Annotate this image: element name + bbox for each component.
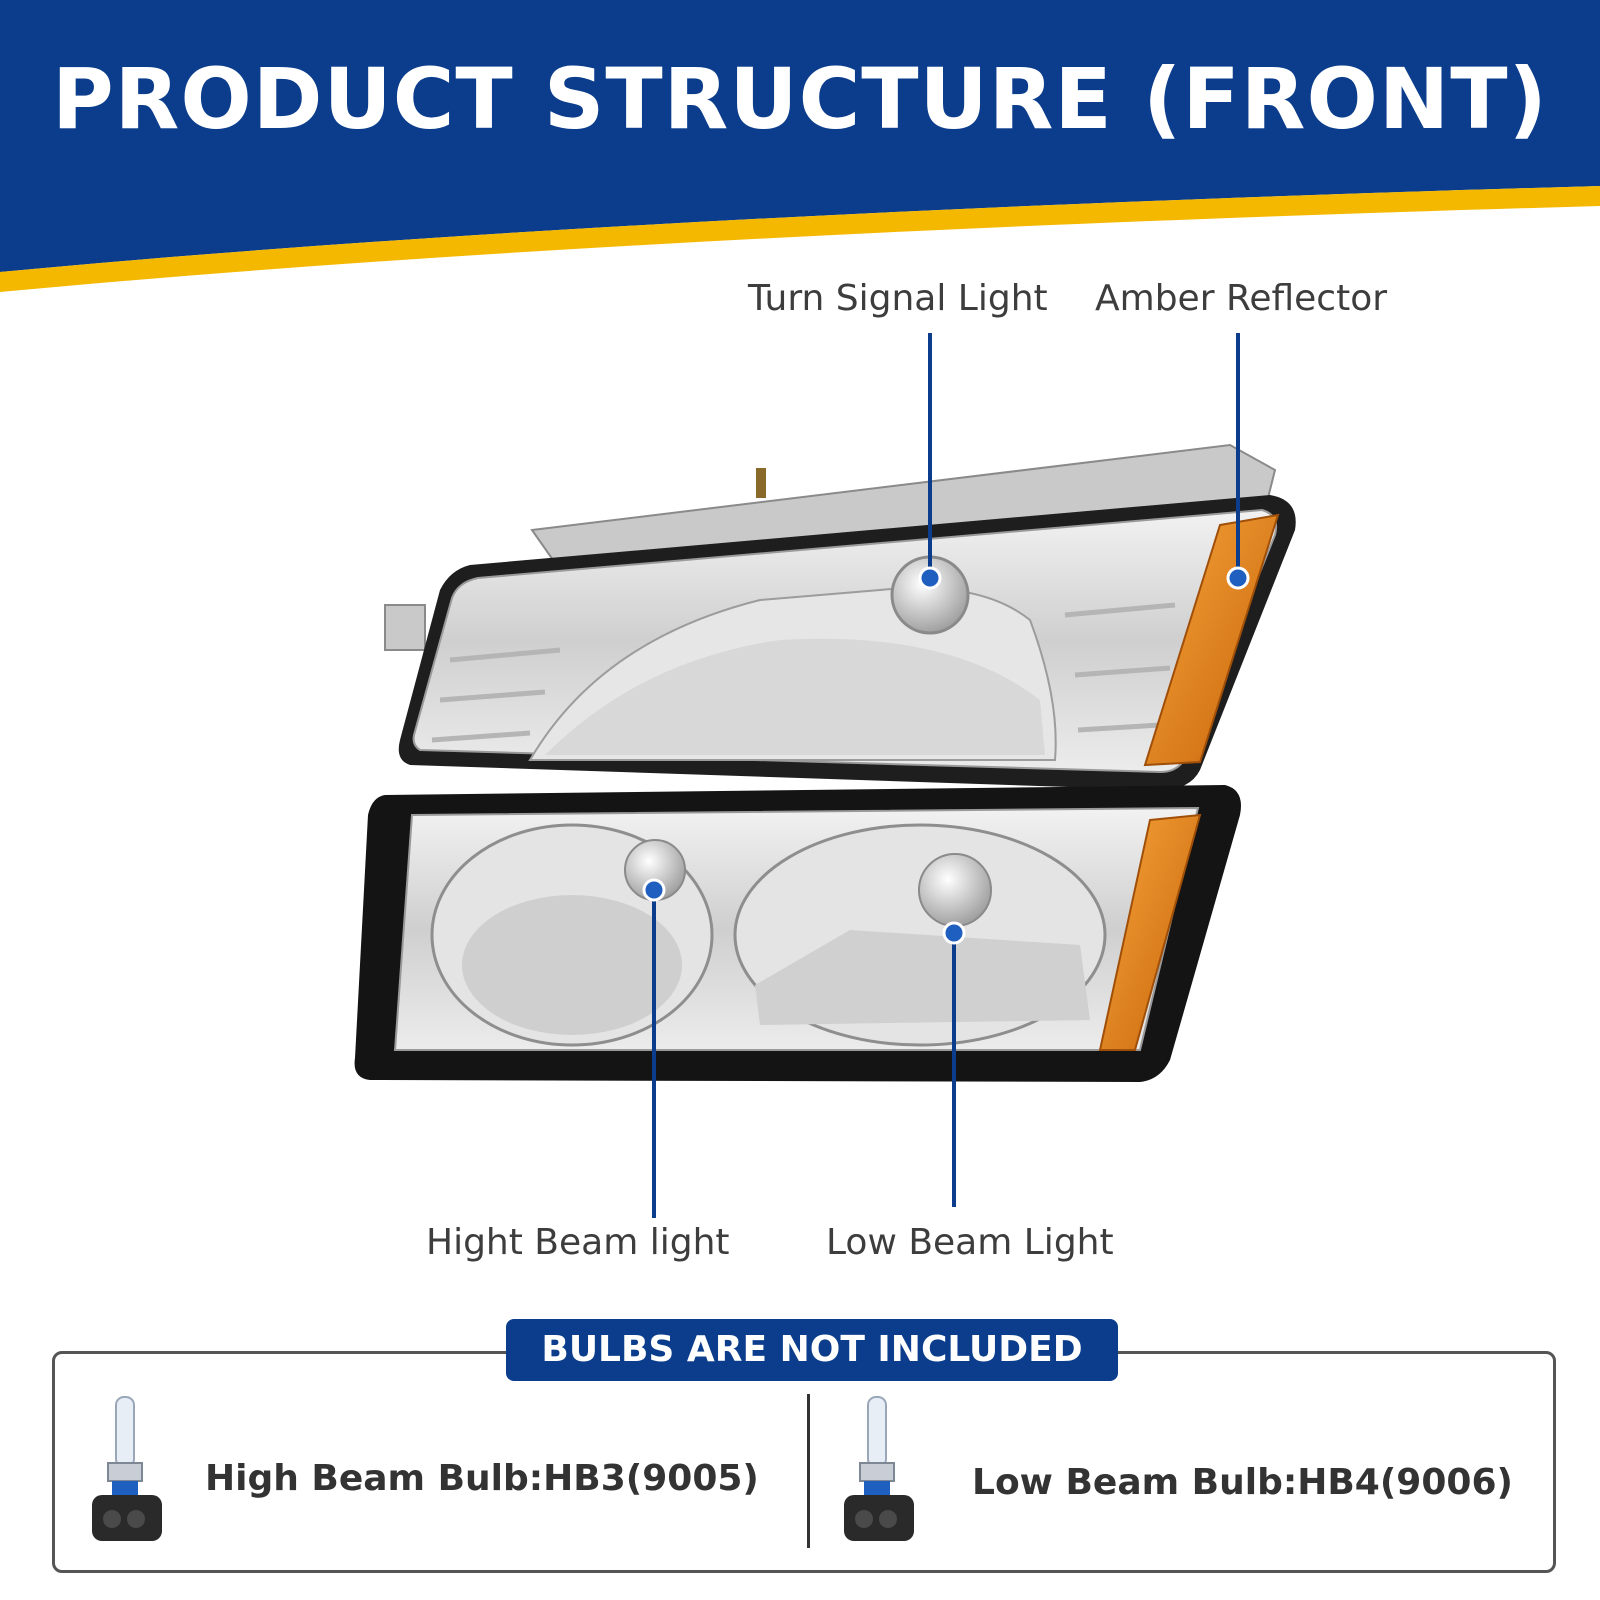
callout-lines bbox=[642, 333, 1250, 1218]
upper-headlamp bbox=[384, 443, 1296, 790]
bulbs-not-included-badge: BULBS ARE NOT INCLUDED bbox=[506, 1319, 1118, 1381]
headlight-illustration bbox=[354, 333, 1296, 1218]
low-beam-label: Low Beam Light bbox=[826, 1222, 1114, 1263]
low-beam-bulb-label: Low Beam Bulb:HB4(9006) bbox=[972, 1462, 1513, 1503]
header-banner: PRODUCT STRUCTURE (FRONT) bbox=[0, 0, 1600, 300]
turn-signal-label: Turn Signal Light bbox=[748, 278, 1048, 319]
amber-reflector-label: Amber Reflector bbox=[1095, 278, 1388, 319]
page-title: PRODUCT STRUCTURE (FRONT) bbox=[52, 50, 1548, 148]
high-beam-label: Hight Beam light bbox=[426, 1222, 730, 1263]
lower-headlamp bbox=[354, 785, 1242, 1082]
bulb-icon bbox=[92, 1396, 162, 1541]
high-beam-bulb-label: High Beam Bulb:HB3(9005) bbox=[205, 1458, 759, 1499]
bulb-icon bbox=[844, 1396, 914, 1541]
bulbs-divider bbox=[807, 1394, 810, 1548]
banner-background bbox=[0, 0, 1600, 292]
